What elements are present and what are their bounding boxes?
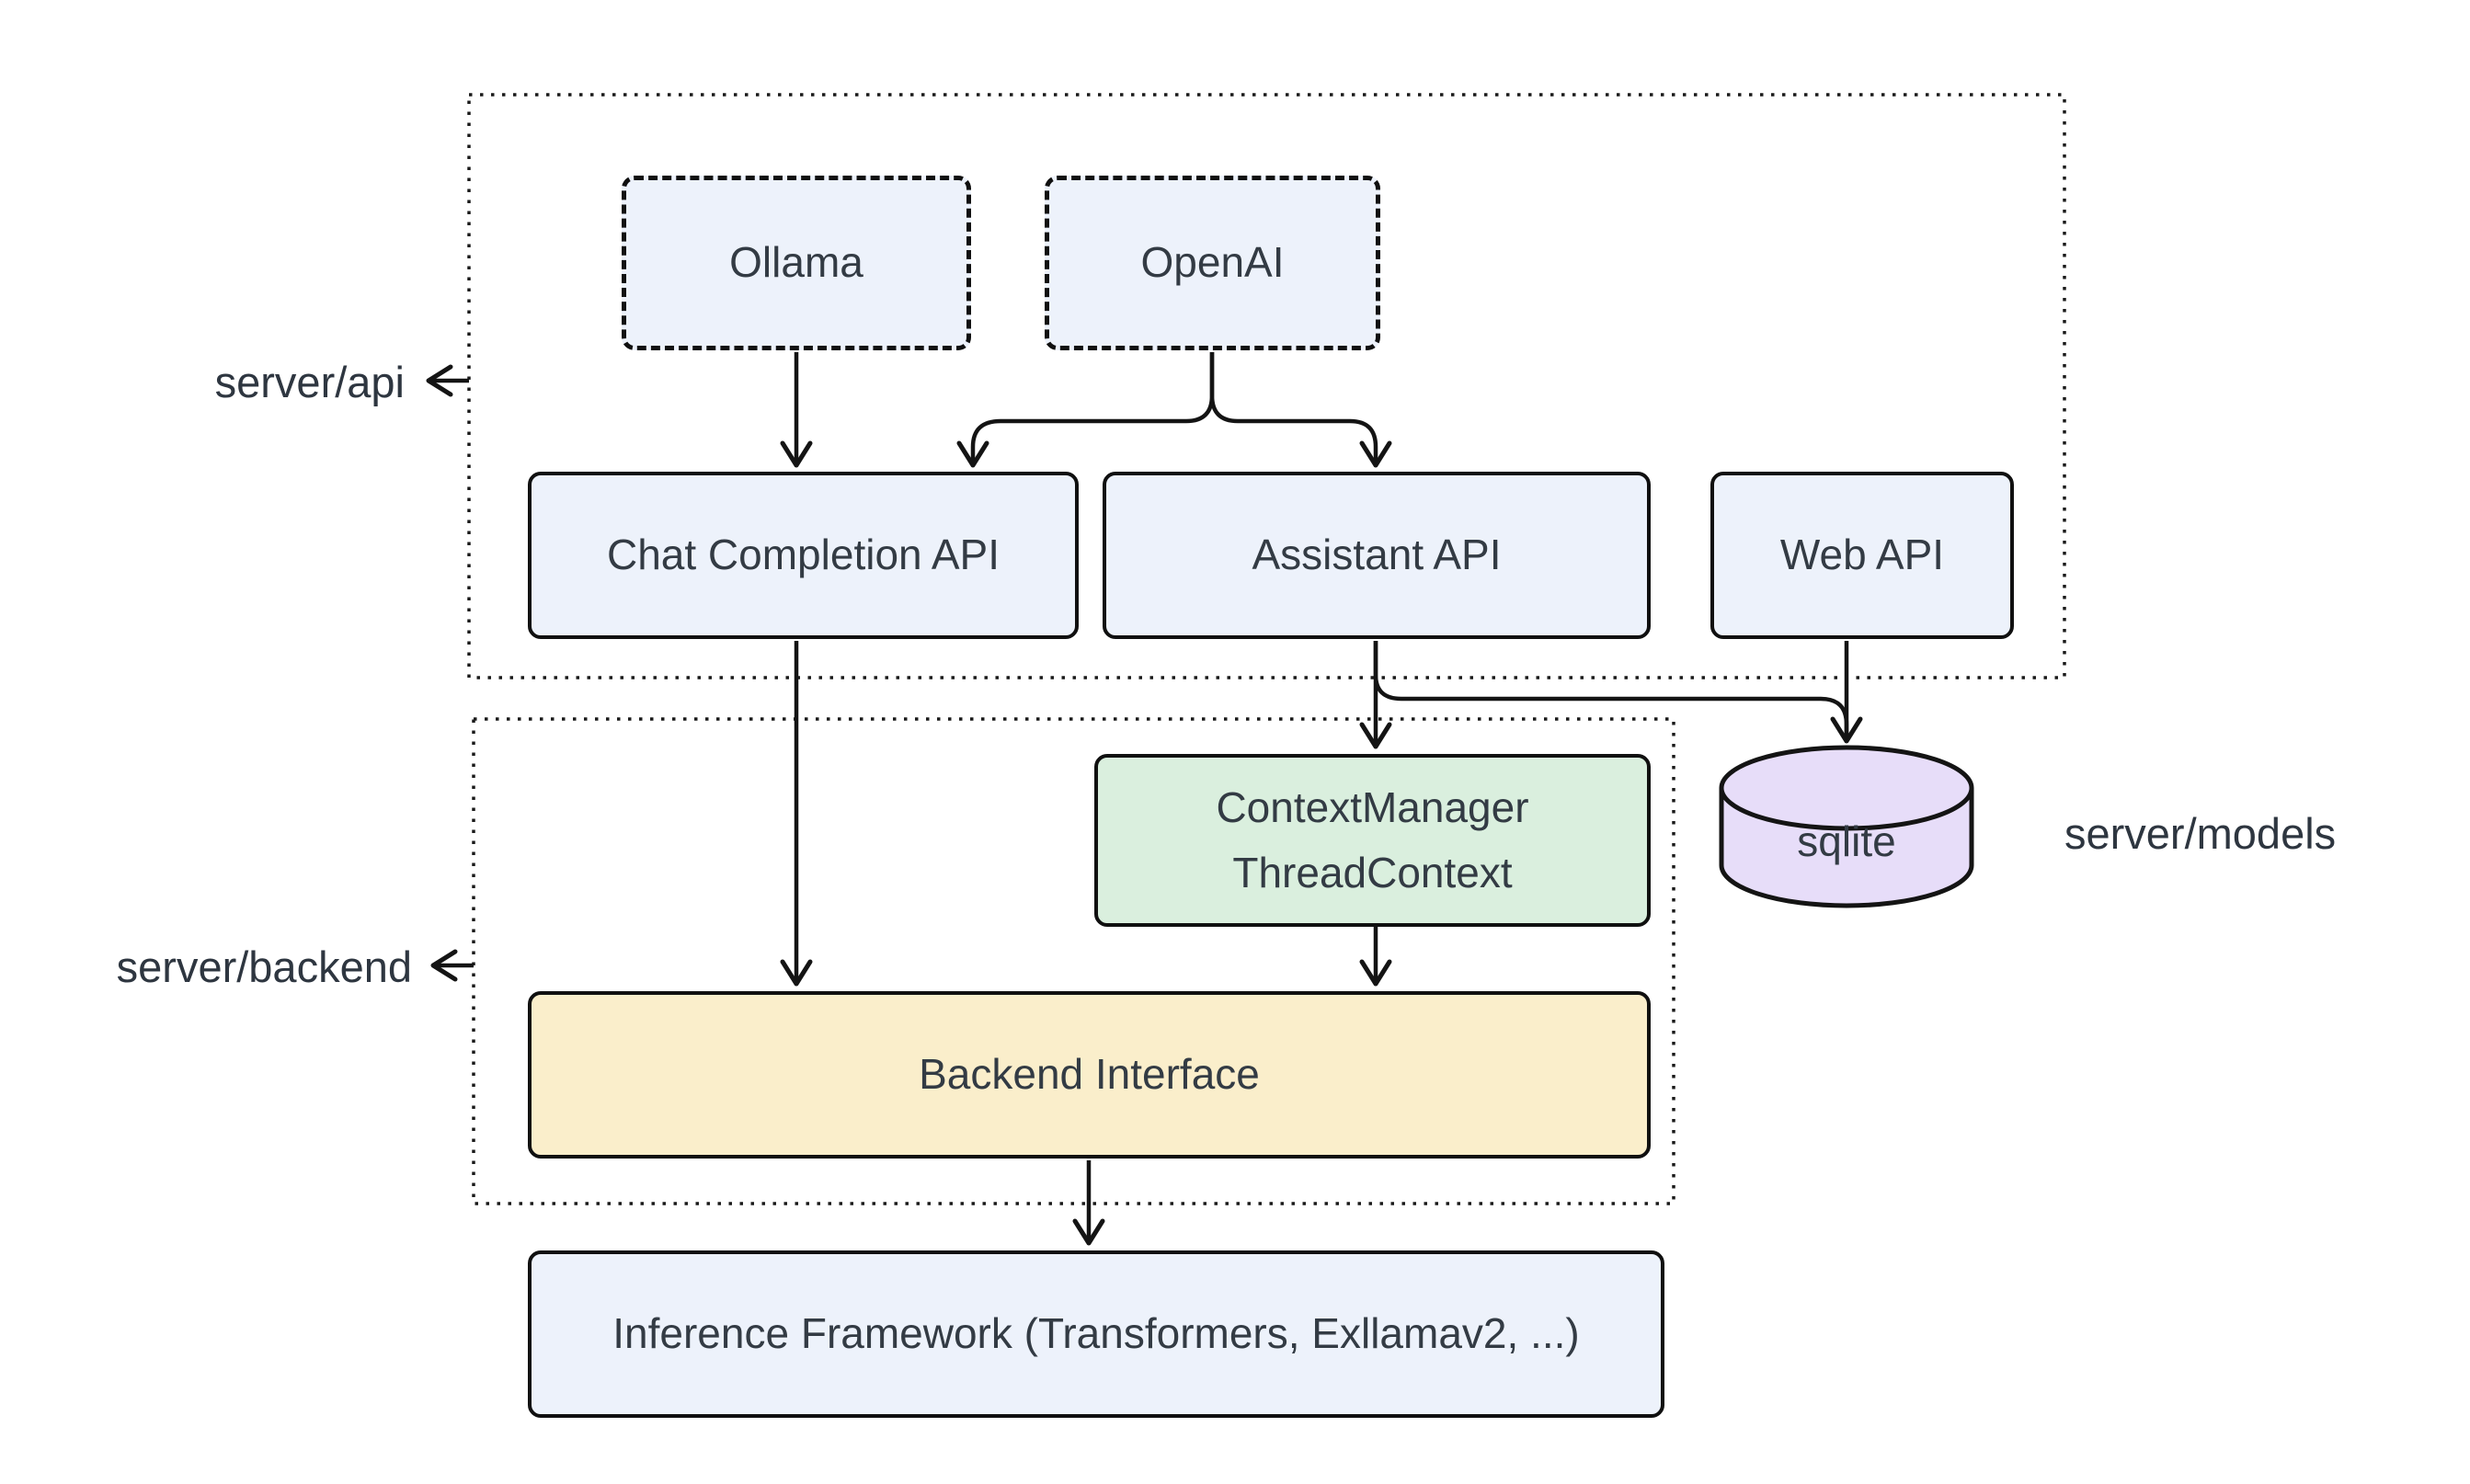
node-web-api-label: Web API <box>1779 531 1945 579</box>
node-assistant-api-label: Assistant API <box>1252 531 1502 579</box>
edge-openai-to-assistant <box>1209 352 1392 468</box>
node-ollama-label: Ollama <box>729 238 863 287</box>
group-label-server-backend: server/backend <box>116 942 412 991</box>
node-inference-framework-label: Inference Framework (Transformers, Exlla… <box>612 1309 1580 1358</box>
node-openai-label: OpenAI <box>1140 238 1285 287</box>
node-chat-completion-api-label: Chat Completion API <box>606 531 1000 579</box>
group-server-api-border <box>467 93 2066 679</box>
edge-openai-to-chat-completion <box>956 352 1215 468</box>
node-context-manager-line2: ThreadContext <box>1232 849 1513 896</box>
node-backend-interface-label: Backend Interface <box>919 1050 1260 1099</box>
node-inference-framework: Inference Framework (Transformers, Exlla… <box>528 1250 1664 1418</box>
node-context-manager: ContextManager ThreadContext <box>1094 754 1651 927</box>
node-context-manager-line1: ContextManager <box>1216 782 1529 831</box>
node-web-api: Web API <box>1710 472 2014 639</box>
group-label-server-models: server/models <box>2064 809 2337 858</box>
node-chat-completion-api: Chat Completion API <box>528 472 1079 639</box>
node-sqlite-label: sqlite <box>1797 817 1896 865</box>
group-server-backend-border <box>472 717 1675 1205</box>
node-ollama: Ollama <box>622 176 971 350</box>
node-assistant-api: Assistant API <box>1103 472 1651 639</box>
group-label-server-api: server/api <box>214 358 405 406</box>
node-backend-interface: Backend Interface <box>528 991 1651 1159</box>
sqlite-cylinder-top <box>1719 745 1974 831</box>
node-openai: OpenAI <box>1045 176 1380 350</box>
